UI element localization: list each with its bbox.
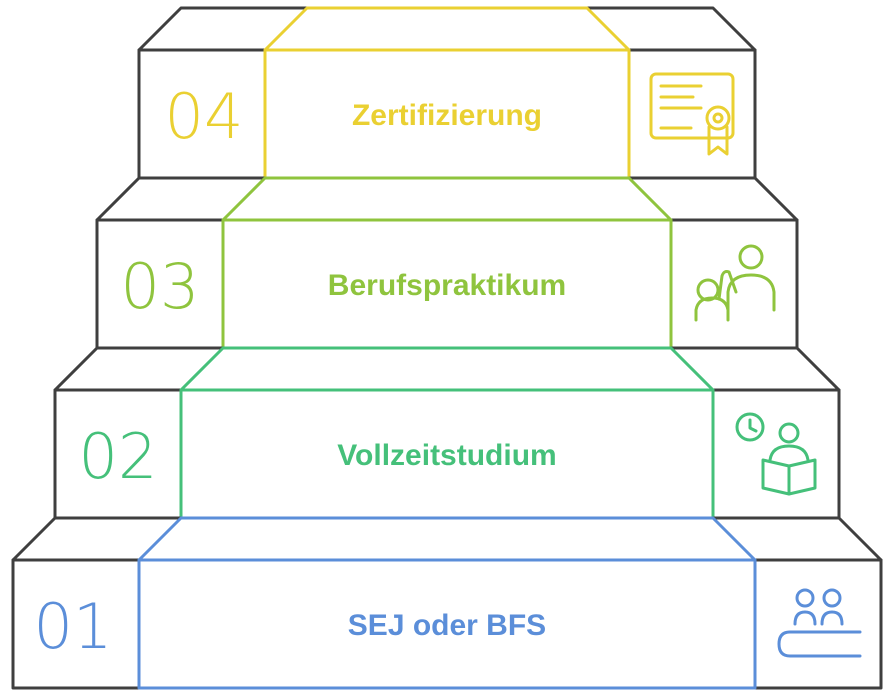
step-3: 03 Berufspraktikum — [95, 176, 799, 350]
step-1-label: SEJ oder BFS — [348, 609, 546, 642]
step-4-top-face — [137, 6, 757, 52]
mentoring-icon — [694, 244, 776, 322]
step-4-carpet-top — [263, 6, 631, 52]
reading-clock-icon — [735, 412, 817, 496]
step-1: 01 SEJ oder BFS — [11, 516, 883, 690]
step-2-label: Vollzeitstudium — [337, 439, 556, 472]
step-3-carpet-top — [221, 176, 673, 222]
step-1-carpet-top — [137, 516, 757, 562]
certificate-icon — [649, 72, 735, 156]
step-3-label: Berufspraktikum — [328, 269, 566, 302]
step-3-top-face — [95, 176, 799, 222]
step-4-number: 04 — [165, 80, 244, 153]
step-2: 02 Vollzeitstudium — [53, 346, 841, 520]
step-4-label: Zertifizierung — [352, 99, 542, 132]
step-2-number: 02 — [79, 420, 158, 493]
step-1-carpet-front — [137, 558, 757, 690]
step-3-number: 03 — [121, 250, 200, 323]
step-2-carpet-top — [179, 346, 715, 392]
students-desk-icon — [777, 588, 862, 658]
step-1-number: 01 — [34, 590, 113, 663]
step-4: 04 Zertifizierung — [137, 6, 757, 180]
step-2-top-face — [53, 346, 841, 392]
